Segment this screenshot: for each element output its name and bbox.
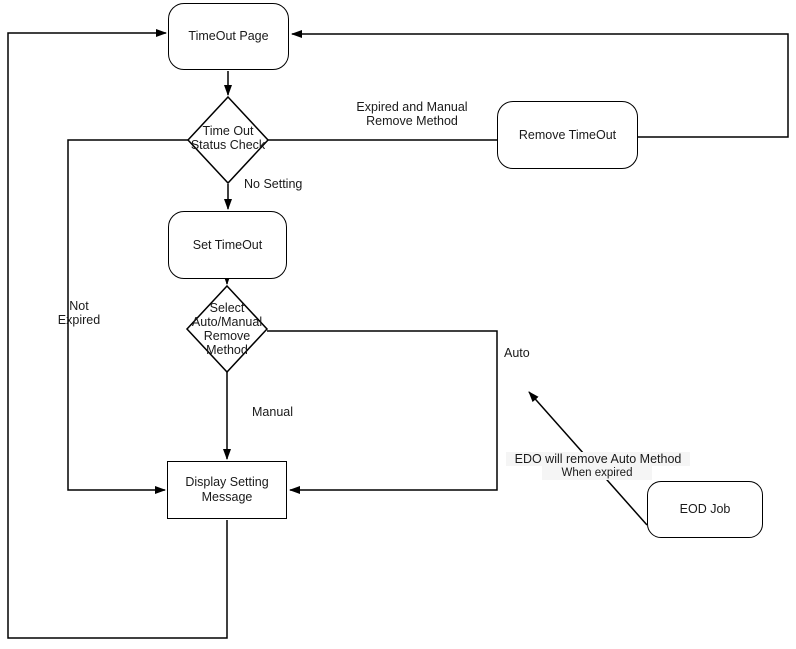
edge-label-no-setting: No Setting: [244, 177, 303, 191]
edge-label-edo-note: EDO will remove Auto Method: [506, 452, 690, 466]
node-remove-timeout: Remove TimeOut: [497, 101, 638, 169]
node-timeout-page: TimeOut Page: [168, 3, 289, 70]
decision-select-method-label: Select Auto/Manual Remove Method: [191, 301, 263, 357]
decision-status-check-shape: [186, 95, 270, 185]
node-set-timeout: Set TimeOut: [168, 211, 287, 279]
connector-remove-to-page: [291, 30, 789, 138]
decision-status-check-label: Time Out Status Check: [190, 124, 266, 152]
edge-label-auto: Auto: [504, 346, 530, 360]
node-eod-job: EOD Job: [647, 481, 763, 538]
decision-select-method-shape: [185, 284, 269, 374]
connector-auto-path: [267, 330, 498, 494]
edge-label-not-expired: Not Expired: [57, 299, 101, 327]
node-display-setting-message: Display Setting Message: [167, 461, 287, 519]
connector-not-expired-path: [67, 139, 188, 494]
edge-label-edo-note-sub: When expired: [542, 466, 652, 480]
edge-label-expired-manual: Expired and Manual Remove Method: [356, 100, 468, 128]
connector-loop-left: [7, 29, 228, 639]
edge-label-manual: Manual: [252, 405, 293, 419]
